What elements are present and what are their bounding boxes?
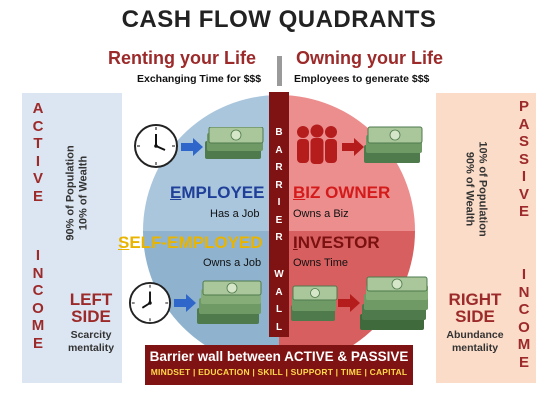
right-stats: 10% of Population 90% of Wealth — [445, 134, 507, 244]
barrier-letter: R — [275, 179, 283, 191]
left-header-title: Renting your Life — [108, 48, 256, 68]
income-right-letter: I — [521, 266, 527, 283]
active-letter: A — [32, 100, 44, 117]
arrow-right-icon — [181, 138, 203, 156]
investor-title: INVESTOR — [293, 233, 380, 253]
right-mentality-1: Abundance — [446, 329, 504, 341]
employee-desc: Has a Job — [210, 208, 260, 220]
right-header-title: Owning your Life — [296, 48, 443, 68]
money-stack-icon — [364, 126, 423, 163]
income-left-letter: M — [31, 317, 45, 334]
employee-title: EMPLOYEE — [170, 183, 264, 203]
money-stack-icon — [360, 276, 428, 330]
money-stack-icon — [291, 285, 338, 321]
self-employed-desc: Owns a Job — [203, 257, 262, 269]
passive-letter: S — [518, 150, 529, 168]
left-stat-line1: 90% of Population — [65, 145, 77, 241]
wall-letter: W — [274, 269, 284, 280]
active-letter: C — [32, 117, 44, 135]
right-panel — [436, 93, 536, 383]
money-stack-icon — [197, 280, 262, 324]
right-mentality-2: mentality — [451, 342, 499, 354]
barrier-letter: B — [275, 127, 283, 138]
barrier-letter: E — [275, 214, 283, 226]
investor-desc: Owns Time — [293, 257, 349, 269]
barrier-letter: R — [275, 232, 283, 243]
left-side-label: LEFT SIDE Scarcity mentality — [58, 291, 124, 355]
money-stack-icon — [205, 127, 264, 159]
barrier-letter: I — [277, 197, 281, 208]
biz-owner-initial: B — [293, 183, 306, 202]
barrier-letter: R — [275, 162, 283, 173]
right-stat-line2: 90% of Wealth — [464, 151, 476, 227]
passive-letter: I — [521, 168, 527, 185]
header-divider — [277, 56, 282, 86]
left-stat-line2: 10% of Wealth — [78, 155, 90, 231]
barrier-banner: Barrier wall between ACTIVE & PASSIVE MI… — [145, 345, 413, 385]
left-header-subtitle: Exchanging Time for $$$ — [137, 73, 262, 85]
passive-letter: S — [518, 133, 529, 150]
income-left-letter: I — [35, 247, 41, 264]
arrow-right-icon — [338, 294, 360, 312]
active-letter: E — [32, 187, 43, 205]
biz-owner-title: BIZ OWNER — [293, 183, 390, 203]
active-letter: I — [35, 152, 41, 170]
passive-letter: E — [518, 203, 529, 220]
right-side-label: RIGHT SIDE Abundance mentality — [438, 291, 512, 355]
wall-letter: A — [275, 286, 283, 298]
clock-icon — [134, 124, 178, 168]
left-side-title-1: LEFT — [69, 290, 113, 309]
employee-rest: MPLOYEE — [181, 183, 265, 202]
left-mentality-1: Scarcity — [70, 329, 112, 341]
right-side-title-1: RIGHT — [448, 290, 502, 309]
income-right-letter: M — [517, 336, 531, 353]
income-left-letter: E — [32, 334, 43, 352]
active-letter: V — [32, 170, 43, 187]
income-right-letter: C — [518, 301, 530, 318]
banner-title: Barrier wall between ACTIVE & PASSIVE — [149, 349, 409, 364]
income-right-letter: N — [518, 283, 530, 301]
income-left-letter: O — [32, 299, 44, 317]
right-stat-line1: 10% of Population — [477, 141, 489, 237]
arrow-right-icon — [342, 138, 364, 156]
investor-rest: NVESTOR — [297, 233, 380, 252]
right-header-subtitle: Employees to generate $$$ — [294, 73, 430, 85]
income-right-letter: E — [518, 353, 529, 371]
arrow-right-icon — [174, 294, 196, 312]
employee-initial: E — [170, 183, 182, 202]
barrier-wall — [269, 92, 289, 337]
biz-owner-rest: IZ OWNER — [305, 183, 391, 202]
self-employed-title: SELF-EMPLOYED — [118, 233, 263, 253]
right-side-title-2: SIDE — [455, 307, 495, 326]
income-right-letter: O — [518, 318, 530, 336]
left-side-title-2: SIDE — [71, 307, 111, 326]
clock-icon — [128, 281, 172, 325]
self-employed-rest: ELF-EMPLOYED — [129, 233, 263, 252]
passive-letter: V — [518, 185, 529, 203]
left-panel — [22, 93, 122, 383]
banner-items: MINDSET | EDUCATION | SKILL | SUPPORT | … — [150, 367, 408, 377]
self-employed-initial: S — [118, 233, 130, 252]
active-letter: T — [33, 135, 43, 152]
income-left-letter: C — [32, 282, 44, 299]
passive-letter: A — [518, 115, 530, 133]
passive-letter: P — [518, 98, 529, 115]
biz-owner-desc: Owns a Biz — [293, 208, 349, 220]
page-title: CASH FLOW QUADRANTS — [121, 6, 437, 33]
investor-initial: I — [293, 233, 298, 252]
wall-letter: L — [275, 304, 283, 315]
wall-letter: L — [275, 321, 283, 333]
barrier-letter: A — [275, 144, 283, 156]
left-mentality-2: mentality — [67, 342, 115, 354]
left-stats: 90% of Population 10% of Wealth — [48, 138, 108, 248]
people-icon — [297, 124, 337, 164]
income-left-letter: N — [32, 264, 44, 282]
